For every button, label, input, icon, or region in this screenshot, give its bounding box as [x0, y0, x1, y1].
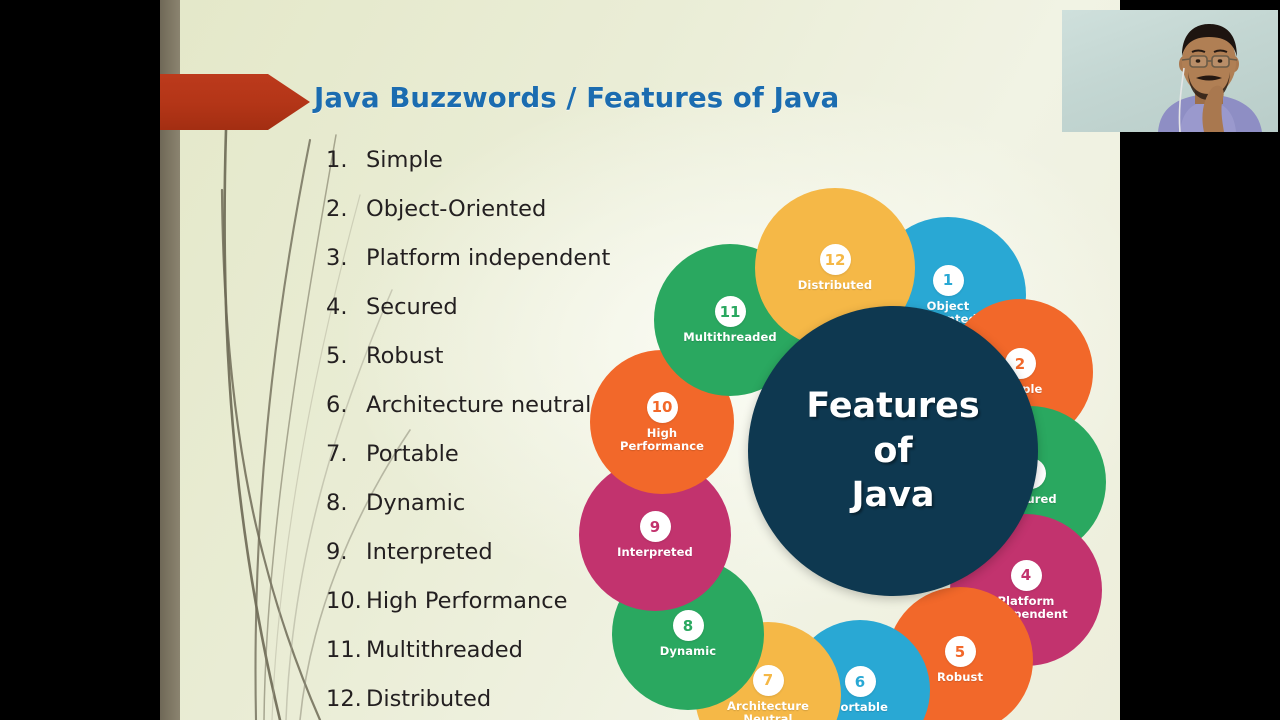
- petal-number-badge: 8: [672, 610, 704, 642]
- list-item-number: 4.: [326, 294, 348, 320]
- list-item-number: 12.: [326, 686, 362, 712]
- list-item-label: High Performance: [366, 588, 568, 614]
- features-of-java-diagram: 1ObjectOriented2Simple3Secured4PlatformI…: [579, 188, 1120, 720]
- list-item-number: 11.: [326, 637, 362, 663]
- center-line-2: of: [873, 430, 913, 471]
- petal-label: Portable: [831, 700, 889, 715]
- list-item-label: Platform independent: [366, 245, 611, 271]
- list-item-number: 1.: [326, 147, 348, 173]
- list-item-label: Interpreted: [366, 539, 493, 565]
- list-item: 12.Distributed: [326, 675, 656, 720]
- list-item-label: Distributed: [366, 686, 492, 712]
- list-item: 11.Multithreaded: [326, 626, 656, 675]
- petal-label: Interpreted: [617, 545, 693, 560]
- presenter-webcam-inset[interactable]: [1062, 10, 1278, 132]
- title-arrow-banner: [160, 74, 310, 130]
- list-item-label: Portable: [366, 441, 459, 467]
- presenter-portrait: [1158, 24, 1262, 132]
- list-item: 7. Portable: [326, 430, 656, 479]
- diagram-center-circle: Features of Java: [748, 306, 1038, 596]
- list-item-label: Simple: [366, 147, 443, 173]
- list-item: 5. Robust: [326, 332, 656, 381]
- list-item-label: Architecture neutral: [366, 392, 592, 418]
- list-item-number: 5.: [326, 343, 348, 369]
- petal-number-badge: 5: [944, 636, 976, 668]
- center-line-3: Java: [851, 475, 935, 516]
- petal-number-badge: 12: [819, 244, 851, 276]
- petal-label: Distributed: [797, 278, 873, 293]
- petal-number-badge: 9: [639, 511, 671, 543]
- list-item-label: Object-Oriented: [366, 196, 547, 222]
- petal-label: Multithreaded: [683, 330, 777, 345]
- petal-label: Dynamic: [659, 644, 717, 659]
- list-item: 4. Secured: [326, 283, 656, 332]
- list-item-label: Robust: [366, 343, 444, 369]
- petal-number-badge: 4: [1010, 559, 1042, 591]
- petal-label: Robust: [936, 670, 984, 685]
- feature-list: 1. Simple 2. Object-Oriented 3. Platform inde…: [326, 136, 656, 720]
- list-item-number: 2.: [326, 196, 348, 222]
- list-item: 1. Simple: [326, 136, 656, 185]
- list-item-number: 3.: [326, 245, 348, 271]
- petal-number-badge: 10: [646, 391, 678, 423]
- petal-number-badge: 7: [752, 664, 784, 696]
- list-item: 3. Platform independent: [326, 234, 656, 283]
- list-item: 9. Interpreted: [326, 528, 656, 577]
- list-item-label: Dynamic: [366, 490, 466, 516]
- list-item-number: 7.: [326, 441, 348, 467]
- list-item-number: 6.: [326, 392, 348, 418]
- list-item: 2. Object-Oriented: [326, 185, 656, 234]
- presentation-slide: Java Buzzwords / Features of Java 1. Simp…: [160, 0, 1120, 720]
- center-line-1: Features: [806, 385, 980, 426]
- page-title: Java Buzzwords / Features of Java: [314, 82, 840, 114]
- list-item-label: Multithreaded: [366, 637, 523, 663]
- list-item-number: 10.: [326, 588, 362, 614]
- petal-number-badge: 6: [844, 666, 876, 698]
- list-item: 10.High Performance: [326, 577, 656, 626]
- list-item: 6. Architecture neutral: [326, 381, 656, 430]
- petal-number-badge: 11: [714, 296, 746, 328]
- list-item-number: 8.: [326, 490, 348, 516]
- slide-left-accent-band: [160, 0, 180, 720]
- petal-number-badge: 1: [932, 264, 964, 296]
- list-item-number: 9.: [326, 539, 348, 565]
- list-item-label: Secured: [366, 294, 458, 320]
- list-item: 8. Dynamic: [326, 479, 656, 528]
